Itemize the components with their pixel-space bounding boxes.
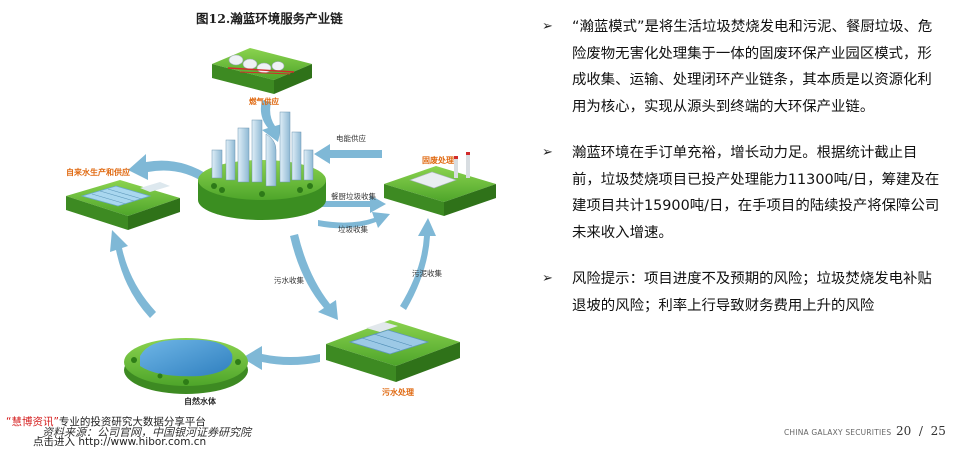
bullet-arrow-icon: ➢ (542, 145, 553, 160)
industry-chain-diagram: 燃气供应 自来水生产 (66, 48, 496, 406)
figure-title: 图12.瀚蓝环境服务产业链 (196, 11, 343, 26)
label-sewage-treatment: 污水处理 (382, 387, 414, 397)
label-solid-waste: 固废处理 (422, 155, 454, 165)
arrow-sewage-to-solid (400, 218, 436, 310)
arrow-kitchen-waste-to-solid (318, 195, 386, 213)
label-natural-water: 自然水体 (184, 396, 217, 406)
watermark-link[interactable]: 点击进入 http://www.hibor.com.cn (33, 436, 207, 448)
arrow-city-to-water-supply (128, 154, 210, 184)
label-sewage-collection: 污水收集 (274, 275, 304, 285)
arrow-city-to-sewage (290, 234, 338, 320)
page-number: 20 (896, 424, 912, 438)
bullet-text: “瀚蓝模式”是将生活垃圾焚烧发电和污泥、餐厨垃圾、危险废物无害化处理集于一体的固… (572, 19, 933, 115)
bullet-arrow-icon: ➢ (542, 19, 553, 34)
label-sludge-collection: 污泥收集 (412, 268, 442, 278)
arrow-power-to-city (314, 144, 382, 164)
solid-waste-node (384, 152, 496, 216)
bullet-text: 瀚蓝环境在手订单充裕，增长动力足。根据统计截止目前，垃圾焚烧项目已投产处理能力1… (572, 145, 940, 241)
watermark-line: “慧博资讯”专业的投资研究大数据分享平台 (6, 414, 206, 429)
gas-supply-node (212, 48, 312, 94)
bullet-item: ➢ 瀚蓝环境在手订单充裕，增长动力足。根据统计截止目前，垃圾焚烧项目已投产处理能… (534, 140, 944, 246)
natural-water-node (124, 338, 248, 394)
figure-source: 资料来源：公司官网，中国银河证券研究院 (42, 426, 251, 439)
bullet-item: ➢ 风险提示：项目进度不及预期的风险；垃圾焚烧发电补贴退坡的风险；利率上行导致财… (534, 266, 944, 319)
watermark-brand: “慧博资讯” (6, 416, 59, 428)
bullet-list: ➢ “瀚蓝模式”是将生活垃圾焚烧发电和污泥、餐厨垃圾、危险废物无害化处理集于一体… (534, 14, 944, 339)
bullet-arrow-icon: ➢ (542, 271, 553, 286)
arrow-sewage-to-natural-water (242, 346, 320, 370)
sewage-treatment-node (326, 320, 460, 382)
watermark-tagline: 专业的投资研究大数据分享平台 (58, 416, 206, 428)
label-power-supply: 电能供应 (336, 133, 366, 143)
arrow-garbage-to-solid (318, 212, 390, 229)
bullet-text: 风险提示：项目进度不及预期的风险；垃圾焚烧发电补贴退坡的风险；利率上行导致财务费… (572, 271, 932, 314)
arrow-gas-to-city (260, 100, 282, 142)
page-total: 25 (930, 424, 946, 438)
label-gas-supply: 燃气供应 (249, 96, 279, 106)
label-kitchen-waste-collection: 餐厨垃圾收集 (331, 191, 376, 201)
label-garbage-collection: 垃圾收集 (338, 224, 368, 234)
city-center-node (198, 111, 326, 220)
water-supply-node (66, 180, 180, 230)
label-water-supply: 自来水生产和供应 (66, 167, 130, 177)
page-separator: / (918, 424, 923, 438)
page-indicator: 20 / 25 (896, 424, 946, 438)
arrow-natural-water-to-water-supply (110, 230, 156, 318)
footer-brand: CHINA GALAXY SECURITIES (784, 428, 892, 437)
bullet-item: ➢ “瀚蓝模式”是将生活垃圾焚烧发电和污泥、餐厨垃圾、危险废物无害化处理集于一体… (534, 14, 944, 120)
